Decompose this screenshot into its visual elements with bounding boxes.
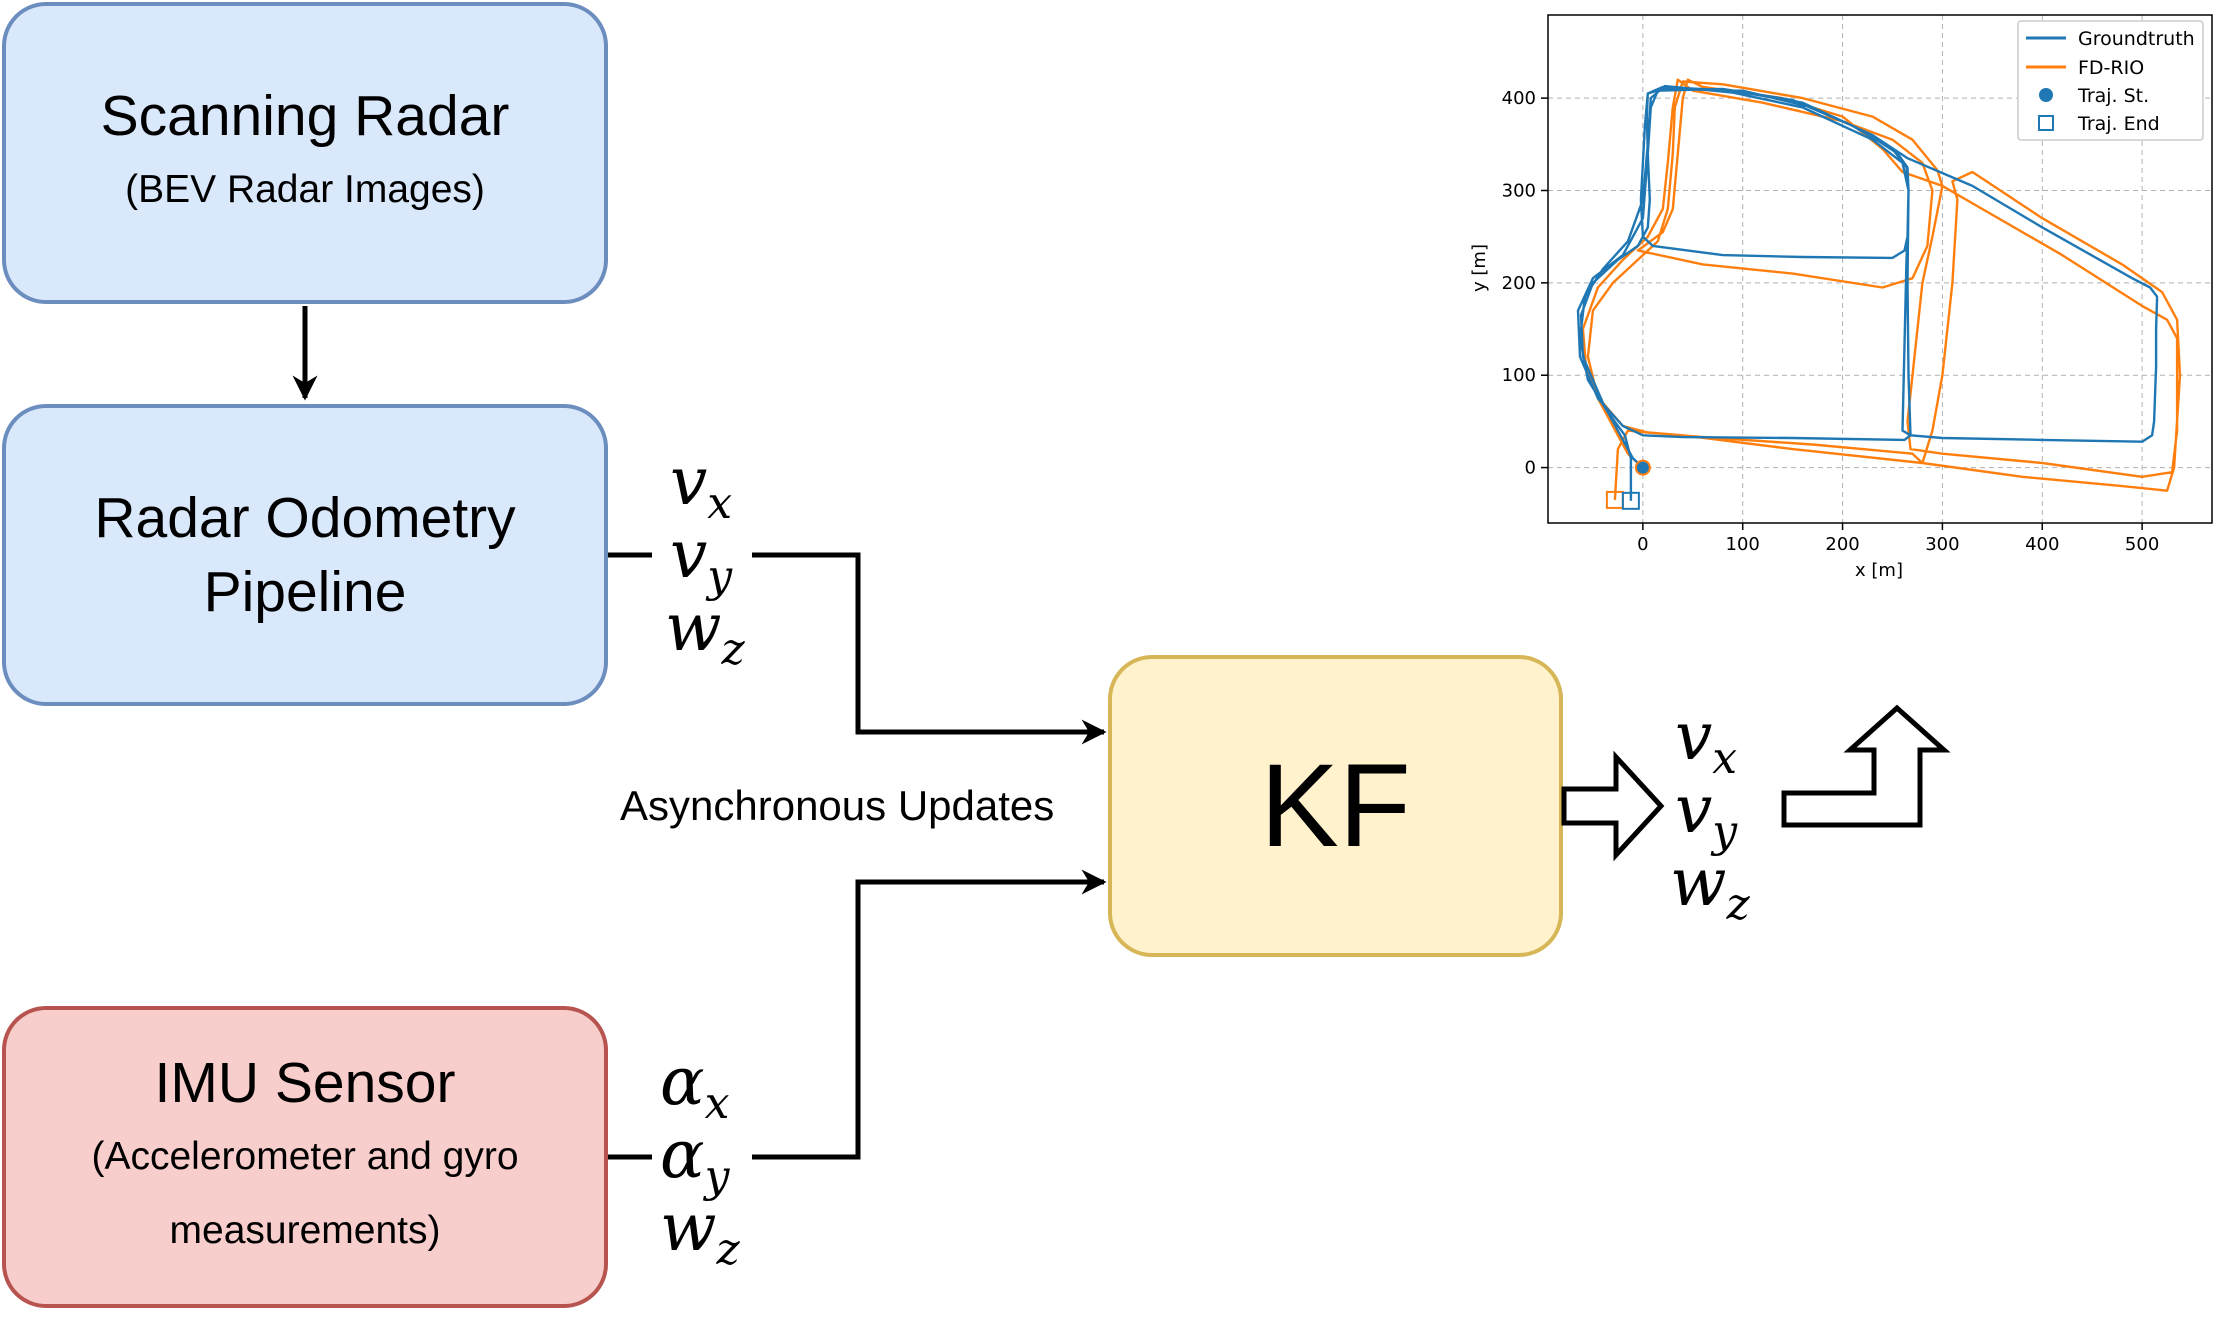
imu-sensor-subtitle-1: (Accelerometer and gyro	[91, 1134, 519, 1178]
radar-odometry-line1: Radar Odometry	[94, 485, 516, 550]
radar-var-vx-base: v	[670, 443, 708, 520]
radar-odometry-block: Radar Odometry Pipeline	[2, 404, 608, 706]
legend-end-marker	[2038, 115, 2054, 131]
imu-var-wz-base: w	[660, 1189, 717, 1266]
imu-var-wz: wz	[660, 1189, 740, 1276]
plot-frame	[1547, 14, 2213, 524]
plot-legend: Groundtruth FD-RIO Traj. St. Traj. End	[2017, 20, 2204, 141]
out-var-vx-base: v	[1675, 698, 1713, 775]
out-var-vx-sub: x	[1712, 733, 1738, 784]
radar-var-wz: wz	[665, 589, 745, 676]
imu-var-ay-base: α	[660, 1116, 705, 1193]
radar-var-vx: vx	[670, 443, 733, 530]
scanning-radar-block: Scanning Radar (BEV Radar Images)	[2, 2, 608, 304]
out-var-vy-sub: y	[1712, 806, 1738, 857]
imu-var-ay: αy	[660, 1116, 730, 1203]
imu-to-kf-arrow	[752, 869, 1107, 1160]
imu-var-ax-base: α	[660, 1043, 705, 1120]
kf-block: KF	[1108, 655, 1563, 957]
out-var-vy: vy	[1675, 771, 1738, 858]
radar-var-vx-sub: x	[707, 478, 733, 529]
x-tick-label: 0	[1637, 534, 1648, 555]
legend-groundtruth-label: Groundtruth	[2078, 28, 2195, 50]
y-tick-label: 300	[1502, 180, 1536, 201]
legend-start-label: Traj. St.	[2077, 85, 2149, 107]
legend-start-marker	[2039, 88, 2053, 102]
x-tick-label: 400	[2025, 534, 2059, 555]
trajectory-fd-rio	[1581, 78, 2182, 500]
kf-output-block-arrow	[1561, 750, 1665, 862]
plot-series	[1576, 78, 2182, 510]
imu-var-wz-sub: z	[716, 1224, 740, 1275]
x-tick-label: 500	[2125, 534, 2159, 555]
odometry-to-kf-arrow	[752, 552, 1107, 745]
imu-sensor-subtitle-2: measurements)	[169, 1209, 441, 1253]
y-tick-label: 200	[1502, 273, 1536, 294]
plot-axes: 0 100 200 300 400 500 0 100 200 300 400	[1502, 14, 2213, 555]
radar-var-vy: vy	[670, 516, 733, 603]
imu-sensor-title: IMU Sensor	[154, 1050, 456, 1115]
out-var-wz: wz	[1670, 844, 1750, 931]
out-var-wz-sub: z	[1726, 879, 1750, 930]
radar-var-wz-sub: z	[721, 624, 745, 675]
x-axis-label: x [m]	[1855, 560, 1903, 581]
kf-label: KF	[1260, 740, 1411, 872]
legend-end-label: Traj. End	[2077, 113, 2160, 135]
y-tick-label: 400	[1502, 88, 1536, 109]
trajectory-end-marker-groundtruth	[1621, 491, 1640, 510]
x-tick-label: 300	[1925, 534, 1959, 555]
x-tick-label: 200	[1825, 534, 1859, 555]
legend-fdrio-label: FD-RIO	[2078, 57, 2144, 79]
legend-frame	[2017, 20, 2204, 141]
radar-var-vy-base: v	[670, 516, 708, 593]
out-var-vx: vx	[1675, 698, 1738, 785]
x-tick-label: 100	[1726, 534, 1760, 555]
trajectory-groundtruth	[1576, 84, 2159, 501]
imu-var-ay-sub: y	[704, 1151, 730, 1202]
imu-sensor-block: IMU Sensor (Accelerometer and gyro measu…	[2, 1006, 608, 1308]
y-axis-label: y [m]	[1469, 244, 1490, 292]
turn-up-block-arrow	[1781, 704, 1951, 828]
radar-var-vy-sub: y	[707, 551, 733, 602]
out-var-vy-base: v	[1675, 771, 1713, 848]
trajectory-start-marker	[1634, 459, 1651, 476]
async-updates-label: Asynchronous Updates	[620, 782, 1055, 829]
radar-odometry-line2: Pipeline	[203, 560, 407, 624]
out-var-wz-base: w	[1670, 844, 1727, 921]
imu-var-ax: αx	[660, 1043, 730, 1130]
scanning-radar-title: Scanning Radar	[100, 83, 510, 148]
radar-var-wz-base: w	[665, 589, 722, 666]
imu-var-ax-sub: x	[704, 1078, 730, 1129]
y-tick-label: 100	[1502, 365, 1536, 386]
y-tick-label: 0	[1525, 458, 1536, 479]
scanning-radar-subtitle: (BEV Radar Images)	[125, 168, 485, 211]
